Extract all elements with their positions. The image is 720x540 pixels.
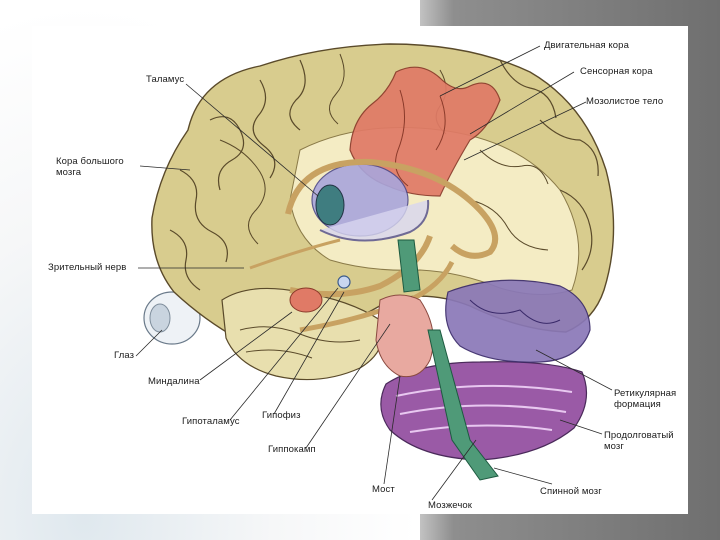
brainstem-shape [375,239,499,481]
leader-lines [135,45,613,501]
pituitary-shape [337,275,351,289]
label-spinal-cord: Спинной мозг [540,486,602,497]
amygdala-shape [289,287,323,313]
label-optic-nerve: Зрительный нерв [48,262,127,273]
label-cerebral-cortex: Кора большого мозга [56,156,124,178]
label-reticular-formation: Ретикулярная формация [614,388,677,410]
label-pituitary: Гипофиз [262,410,301,421]
label-medulla: Продолговатый мозг [604,430,674,452]
label-corpus-callosum: Мозолистое тело [586,96,664,107]
cerebellum-shape [380,361,588,461]
label-eye: Глаз [114,350,135,361]
label-thalamus: Таламус [146,74,185,85]
label-amygdala: Миндалина [148,376,200,387]
label-sensory-cortex: Сенсорная кора [580,66,653,77]
label-motor-cortex: Двигательная кора [544,40,629,51]
label-pons: Мост [372,484,395,495]
label-hypothalamus: Гипоталамус [182,416,240,427]
reticular-formation-shape [445,279,591,363]
label-hippocampus: Гиппокамп [268,444,316,455]
thalamus-shape [311,163,430,242]
label-cerebellum: Мозжечок [428,500,473,511]
